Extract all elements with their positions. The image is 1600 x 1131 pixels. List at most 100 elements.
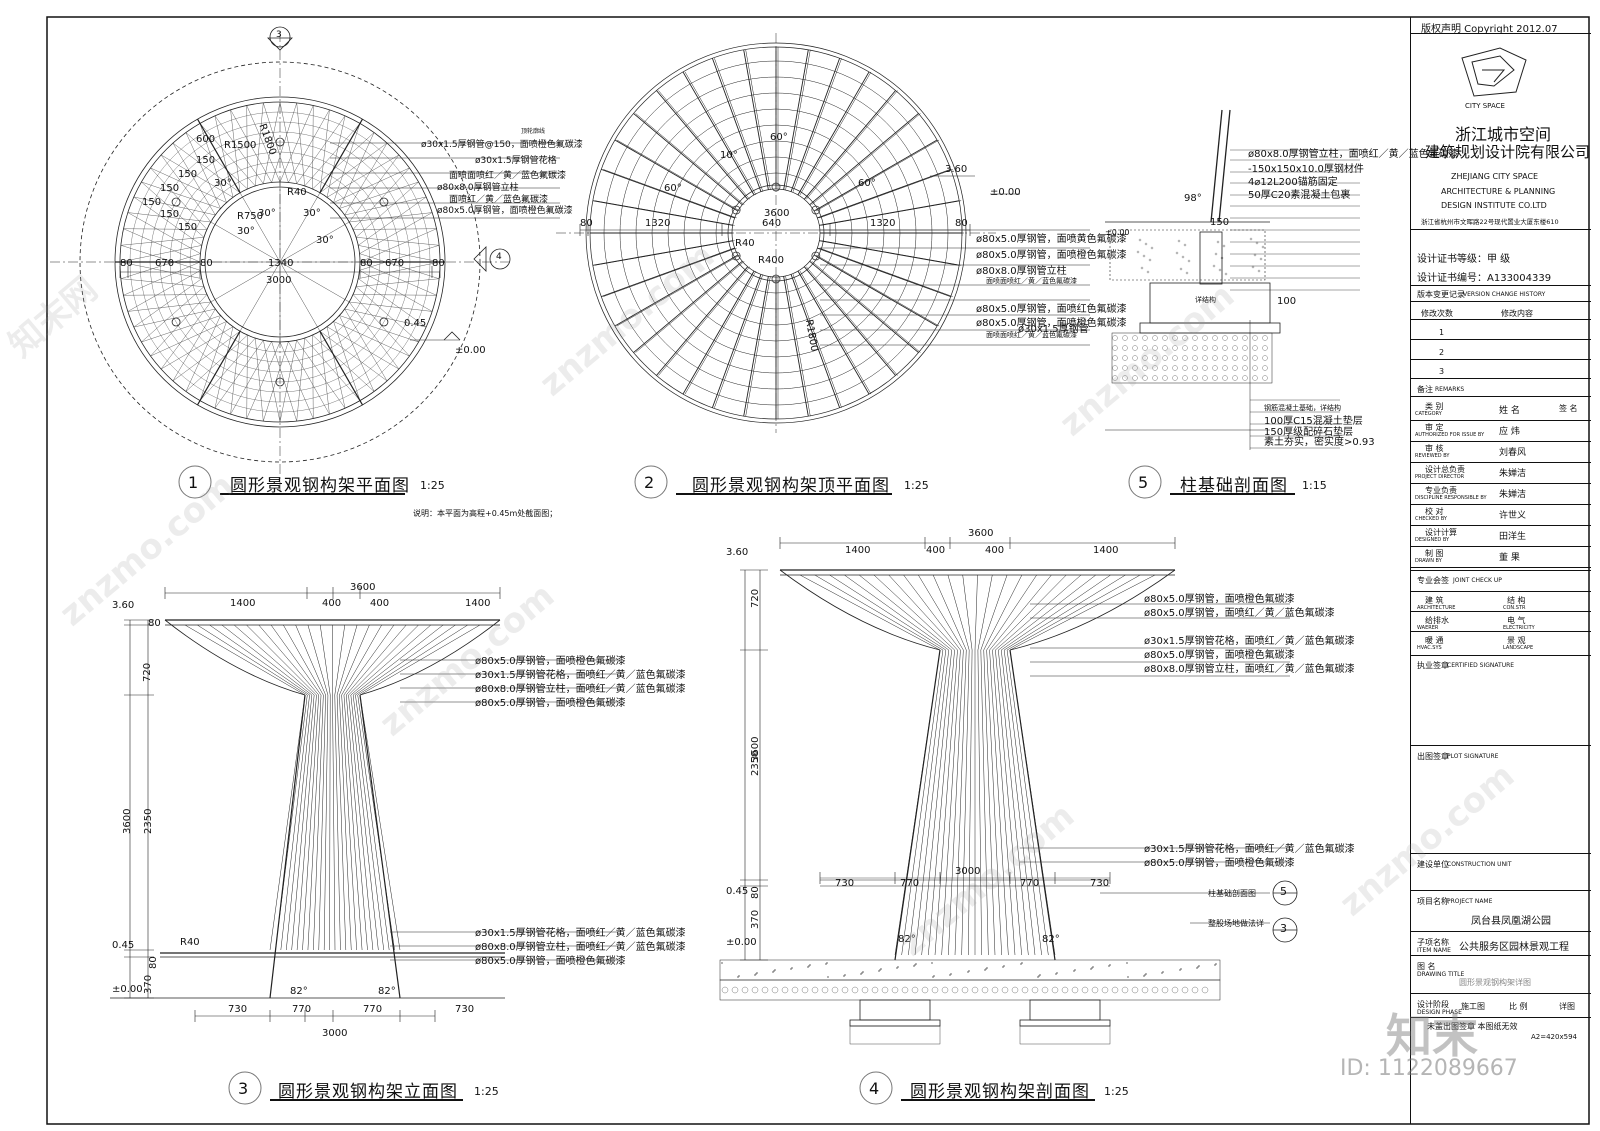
footing-dim-150: 150 [1210, 217, 1230, 228]
section-callout-8: 整股场地做法详 [1208, 919, 1264, 928]
joint-check-en: JOINT CHECK UP [1453, 577, 1502, 584]
elevation-dim-3: 400 [370, 598, 390, 609]
cert-grade: 设计证书等级：甲 级 [1417, 254, 1511, 265]
section-dim-12: 3000 [955, 866, 981, 877]
role-en-7: DRAWN BY [1415, 558, 1442, 564]
title-block: 版权声明 Copyright 2012.07 CITY SPACE 浙江城市空间… [1410, 17, 1591, 1124]
role-1: 审 定 [1425, 423, 1444, 432]
roof-dim-11: 60° [858, 178, 876, 189]
section-dim-17: 3.60 [726, 547, 749, 558]
roof-callout-4: ø80x5.0厚钢管，面喷红色氟碳漆 [976, 304, 1127, 315]
roof-dim-2: 3600 [764, 208, 790, 219]
title-marker-2 [634, 465, 892, 499]
drawing-title-label: 图 名 [1417, 962, 1436, 971]
elevation-dim-13: 770 [363, 1004, 383, 1015]
discipline-b-en-2: LANDSCAPE [1503, 645, 1534, 651]
plan-dim-13: 150 [160, 183, 180, 194]
discipline-b-0: 结 构 [1507, 596, 1526, 605]
roof-callout-1: ø80x5.0厚钢管，面喷橙色氟碳漆 [976, 250, 1127, 261]
footing-number: 5 [1138, 473, 1149, 492]
plan-dim-23: 30° [316, 235, 334, 246]
discipline-b-en-1: ELECTRICITY [1503, 625, 1535, 631]
elevation-number: 3 [238, 1079, 249, 1098]
role-name-0: 姓 名 [1499, 406, 1520, 416]
elevation-dim-20: 0.45 [112, 940, 135, 951]
elevation-callout-6: ø80x5.0厚钢管，面喷橙色氟碳漆 [475, 956, 626, 967]
roof-dim-4: 80 [955, 218, 968, 229]
plan-section-mark-4: 4 [496, 252, 502, 262]
project-name-value: 凤台县凤凰湖公园 [1471, 916, 1551, 927]
plan-dim-9: R1500 [224, 140, 257, 151]
section-callout-6: ø80x5.0厚钢管，面喷橙色氟碳漆 [1144, 858, 1295, 869]
elevation-dim-5: 80 [148, 618, 161, 629]
footing-callout-1: -150x150x10.0厚钢材件 [1248, 164, 1364, 175]
elevation-view [110, 587, 620, 1022]
certified-signature-label: 执业签章 [1417, 661, 1449, 670]
elevation-dim-19: 3.60 [112, 600, 135, 611]
drawing-title-value: 圆形景观钢构架详图 [1459, 978, 1531, 987]
role-7: 制 图 [1425, 549, 1444, 558]
plan-dim-20: 30° [237, 226, 255, 237]
design-phase-en: DESIGN PHASE [1417, 1009, 1462, 1016]
elevation-dim-7: 3600 [122, 808, 133, 834]
elevation-dim-10: 370 [143, 974, 154, 994]
role-name-2: 刘春风 [1499, 448, 1527, 458]
role-en-2: REVIEWED BY [1415, 453, 1450, 459]
plan-dim-7: 3000 [266, 275, 292, 286]
role-name-5: 许世义 [1499, 511, 1527, 521]
section-dim-8: 80 [750, 886, 761, 899]
plan-view [50, 26, 560, 492]
roof-dim-5: 640 [762, 218, 782, 229]
footing-callout-6: 100厚C15混凝土垫层 [1264, 416, 1363, 427]
remarks-en: REMARKS [1435, 386, 1465, 393]
elevation-scale: 1:25 [474, 1085, 499, 1098]
company-en-2: ARCHITECTURE & PLANNING [1441, 187, 1556, 196]
version-history: 版本变更记录 [1417, 290, 1465, 299]
section-dim-15: 82° [898, 934, 916, 945]
roof-dim-7: R400 [758, 255, 785, 266]
footing-dim-angle: 98° [1184, 193, 1202, 204]
plan-dim-10: R40 [287, 187, 307, 198]
footing-dim-100: 100 [1277, 296, 1297, 307]
elevation-dim-1: 1400 [230, 598, 256, 609]
plan-dim-6: 80 [432, 258, 445, 269]
role-name-7: 董 果 [1499, 553, 1520, 563]
elevation-dim-17: 82° [378, 986, 396, 997]
joint-check-label: 专业会签 [1417, 576, 1449, 585]
roof-number: 2 [644, 473, 655, 492]
role-name-1: 应 炜 [1499, 427, 1520, 437]
roof-dim-9: 60° [664, 183, 682, 194]
section-callout-0: ø80x5.0厚钢管，面喷橙色氟碳漆 [1144, 594, 1295, 605]
footing-callout-2: 4⌀12L200锚筋固定 [1248, 177, 1338, 188]
roof-dim-0: 80 [580, 218, 593, 229]
plan-callout-4: ø80x8.0厚钢管立柱 [437, 183, 519, 193]
roof-plan-view [556, 33, 1090, 433]
project-name-label: 项目名称 [1417, 897, 1449, 906]
section-callout-9: 5 [1280, 885, 1287, 898]
roof-level-datum: ±0.00 [990, 187, 1021, 198]
plan-dim-0: 80 [120, 258, 133, 269]
roof-dim-10: 60° [770, 132, 788, 143]
logo-text: CITY SPACE [1465, 102, 1505, 110]
revision-row-1: 1 [1439, 328, 1445, 337]
section-dim-14: 730 [1090, 878, 1110, 889]
discipline-b-1: 电 气 [1507, 616, 1526, 625]
roof-callout-7: 面喷面喷红／黄／蓝色氟碳漆 [986, 331, 1077, 339]
section-dim-7: 2350 [750, 750, 761, 776]
elevation-dim-0: 3600 [350, 582, 376, 593]
plan-section-mark-3: 3 [276, 30, 282, 40]
plan-dim-12: 150 [142, 197, 162, 208]
roof-callout-2: ø80x8.0厚钢管立柱 [976, 266, 1067, 277]
discipline-a-0: 建 筑 [1425, 596, 1444, 605]
roof-callout-6: ø30x1.5厚钢管 [1018, 324, 1089, 335]
plan-dim-25: ±0.00 [455, 345, 486, 356]
role-3: 设计总负责 [1425, 465, 1465, 474]
elevation-dim-14: 730 [455, 1004, 475, 1015]
plan-callout-0: 顶轮廓线 [521, 128, 546, 135]
footing-callout-4: 详结构 [1195, 296, 1216, 304]
elevation-dim-2: 400 [322, 598, 342, 609]
plan-dim-24: 0.45 [404, 318, 427, 329]
plot-signature-en: PLOT SIGNATURE [1447, 753, 1499, 760]
elevation-callout-3: ø80x5.0厚钢管，面喷橙色氟碳漆 [475, 698, 626, 709]
scale-label: 比 例 [1509, 1002, 1528, 1011]
